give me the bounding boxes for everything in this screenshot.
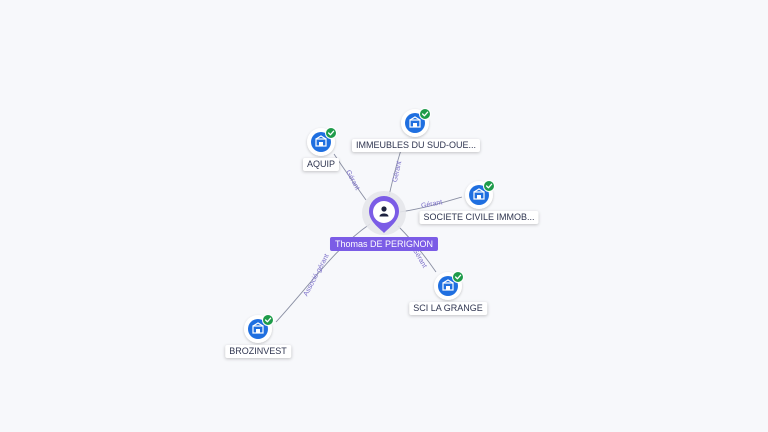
building-icon [473, 188, 485, 200]
edge-label-brozinvest: Associé-gérant [303, 253, 331, 298]
company-node-sci[interactable] [434, 271, 464, 301]
edge-brozinvest [275, 223, 371, 323]
edge-aquip [333, 153, 367, 201]
check-icon [325, 127, 337, 139]
company-label-brozinvest[interactable]: BROZINVEST [225, 345, 291, 358]
company-node-aquip[interactable] [307, 127, 337, 157]
check-icon [419, 108, 431, 120]
edge-label-aquip: Gérant [344, 169, 360, 191]
check-icon [483, 180, 495, 192]
center-node-label[interactable]: Thomas DE PERIGNON [329, 237, 439, 251]
company-label-aquip[interactable]: AQUIP [302, 158, 340, 171]
building-icon [315, 135, 327, 147]
edge-societe [399, 196, 463, 213]
company-label-societe[interactable]: SOCIETE CIVILE IMMOB... [419, 211, 539, 224]
check-icon [262, 314, 274, 326]
building-icon [442, 279, 454, 291]
edge-label-immeubles: Gérant [392, 160, 403, 182]
company-label-immeubles[interactable]: IMMEUBLES DU SUD-OUE... [351, 139, 481, 152]
center-node[interactable] [362, 191, 406, 235]
company-node-brozinvest[interactable] [244, 314, 274, 344]
company-node-societe[interactable] [465, 180, 495, 210]
edge-label-societe: Gérant [421, 199, 443, 210]
company-label-sci[interactable]: SCI LA GRANGE [409, 302, 487, 315]
building-icon [252, 322, 264, 334]
building-icon [409, 116, 421, 128]
check-icon [452, 271, 464, 283]
company-node-immeubles[interactable] [401, 108, 431, 138]
person-icon [379, 206, 389, 217]
